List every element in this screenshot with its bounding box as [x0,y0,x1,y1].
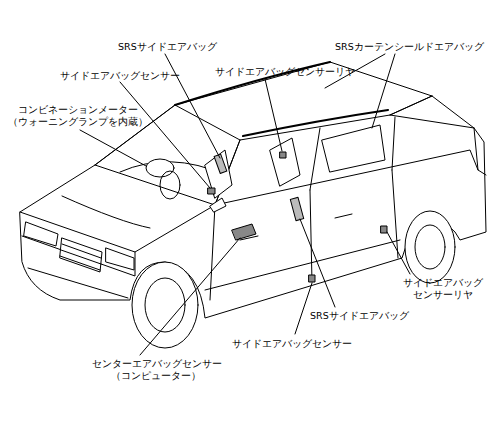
part-label: サイドエアバッグセンサー [232,338,352,350]
front-seat [205,150,232,198]
grille [60,238,102,272]
car-body [20,62,486,318]
rear-seat [322,125,385,172]
mirror [210,198,226,212]
side-crease [205,240,400,290]
side-airbag-sensor [208,188,215,194]
headlamp-left [24,222,58,246]
part-label: サイドエアバッグセンサー [60,70,180,82]
leader-line [80,130,146,166]
center-airbag-sensor [232,224,256,240]
front-seat-right [270,138,300,186]
side-airbag-near [290,197,303,220]
part-label: サイドエアバッグ センサーリヤ [400,277,486,301]
leader-lines [80,54,410,355]
rear-rim [415,225,445,269]
leader-line [165,54,220,158]
door-lines [210,170,398,300]
rear-window [390,96,474,128]
combination-meter [146,159,174,177]
side-airbag-sensor-rear [280,152,286,158]
part-label: サイドエアバッグセンサーリヤ [215,66,355,78]
pillars [215,117,395,205]
grille-bars [60,244,101,270]
side-airbag-sensor-rear-near [381,226,387,233]
part-label: コンビネーションメーター （ウォーニングランプを内蔵） [8,104,148,128]
trunk [474,128,486,175]
hood-crease [62,196,150,228]
rear-wheel [405,211,455,283]
headlamp-right [106,248,134,270]
leader-line [265,79,282,151]
side-airbag-front [214,154,227,173]
leader-line [387,232,410,274]
part-label: SRSカーテンシールドエアバッグ [335,41,484,53]
bumper-line [28,268,128,298]
leader-line [295,283,312,334]
part-label: センターエアバッグセンサー （コンピューター） [92,358,220,382]
side-airbag-sensor-near [309,275,315,282]
leader-line [120,82,210,188]
part-label: SRSサイドエアバッグ [310,310,409,322]
hood [20,165,215,252]
front-rim [145,278,185,332]
steering-wheel [160,171,180,199]
leader-line [140,238,240,355]
part-label: SRSサイドエアバッグ [118,41,217,53]
front-face [22,236,135,276]
front-wheel [132,262,198,348]
roof-edge [240,96,432,140]
leader-line [325,54,395,128]
leader-line [300,219,335,307]
